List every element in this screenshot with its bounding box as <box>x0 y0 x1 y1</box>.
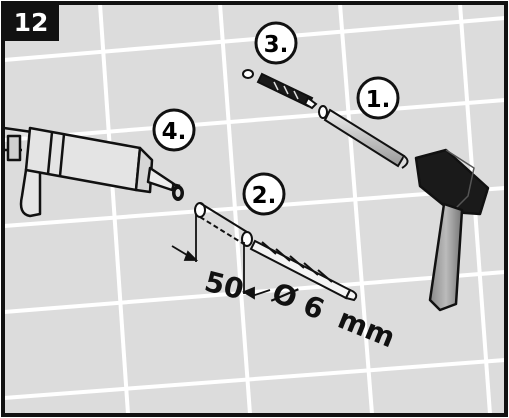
wall-plug-icon <box>242 69 318 110</box>
step-label-2: 2. <box>252 183 277 209</box>
step-badge-1: 1. <box>356 76 400 120</box>
step-badge-4: 4. <box>152 108 196 152</box>
step-label-3: 3. <box>264 32 289 58</box>
step-label-1: 1. <box>366 87 391 113</box>
tile-wall <box>3 3 506 415</box>
step-label-4: 4. <box>162 119 187 145</box>
sealant-ring-icon <box>172 185 184 201</box>
panel-number: 12 <box>14 8 49 37</box>
depth-dimension <box>171 214 271 300</box>
drill-hole-icon <box>194 202 253 247</box>
step-badge-3: 3. <box>254 21 298 65</box>
panel-number-badge: 12 <box>3 3 59 41</box>
step-badge-2: 2. <box>242 172 286 216</box>
caulking-gun-icon <box>3 126 181 218</box>
screw-icon <box>318 105 409 169</box>
hammer-icon <box>414 148 490 312</box>
drill-bit-icon <box>249 239 358 302</box>
